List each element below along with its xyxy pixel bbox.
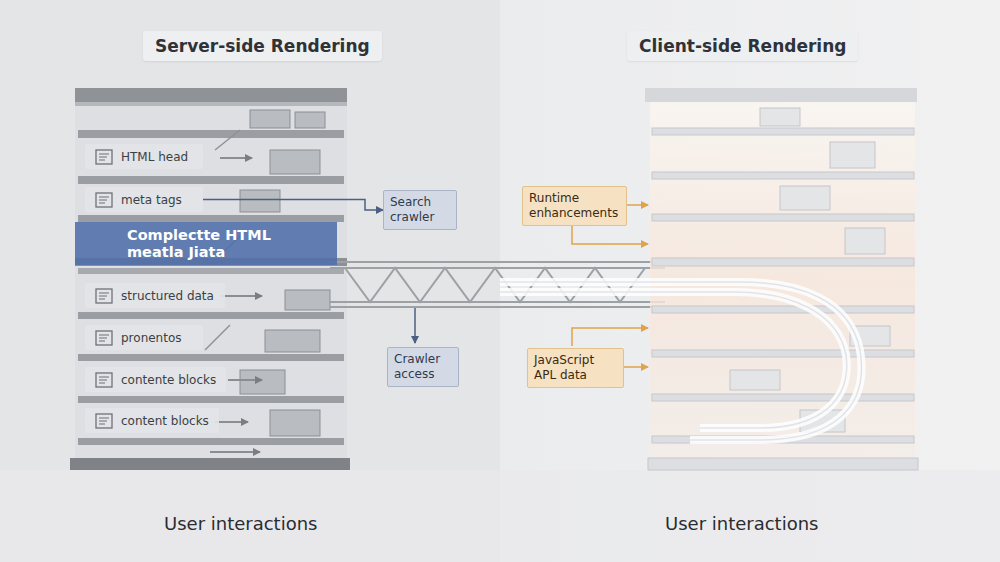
node-text: meta tags (121, 193, 182, 207)
node-text: contente blocks (121, 373, 216, 387)
node-text: Client-side Rendering (639, 36, 846, 56)
floor-label: content blocks (85, 408, 219, 433)
node-text: HTML head (121, 150, 188, 164)
floor-label: contente blocks (85, 367, 226, 392)
callout-box: Runtime enhancements (522, 186, 627, 226)
node-text: Search crawler (390, 195, 450, 225)
floor-label: structured data (85, 283, 225, 308)
client-building (500, 88, 918, 470)
floor-icon (95, 330, 113, 346)
floor-label: HTML head (85, 144, 203, 169)
floor-icon (95, 149, 113, 165)
section-label: User interactions (665, 513, 818, 534)
section-label: User interactions (164, 513, 317, 534)
node-text: Crawler access (394, 352, 452, 382)
callout-box: JavaScript APL data (527, 348, 624, 388)
heading-pill: Client-side Rendering (627, 31, 858, 61)
floor-icon (95, 192, 113, 208)
floor-label: meta tags (85, 187, 203, 212)
node-text: Complectte HTML meatla Jiata (127, 227, 327, 260)
node-text: Server-side Rendering (155, 36, 370, 56)
floor-icon (95, 413, 113, 429)
floor-label: pronentos (85, 325, 203, 350)
highlight-band: Complectte HTML meatla Jiata (75, 222, 337, 265)
floor-icon (95, 372, 113, 388)
node-text: Runtime enhancements (529, 191, 620, 221)
server-building (70, 88, 350, 470)
callout-box: Search crawler (383, 190, 457, 230)
floor-icon (95, 288, 113, 304)
callout-box: Crawler access (387, 347, 459, 387)
node-text: pronentos (121, 331, 182, 345)
heading-pill: Server-side Rendering (143, 31, 382, 61)
connector-arrow (203, 200, 383, 211)
node-text: content blocks (121, 414, 209, 428)
node-text: JavaScript APL data (534, 353, 617, 383)
node-text: structured data (121, 289, 214, 303)
